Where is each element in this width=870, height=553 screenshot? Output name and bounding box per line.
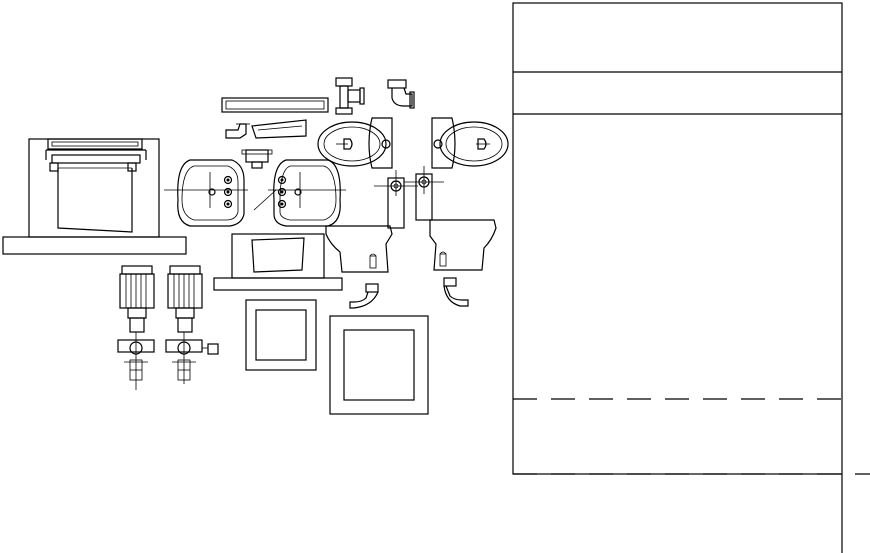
vertical-pump-left (117, 265, 155, 390)
kitchen-sink-elevation (2, 138, 187, 255)
pipe-elbow-fitting (387, 79, 415, 109)
square-tile-small (245, 299, 317, 371)
floor-trap (241, 149, 273, 169)
towel-rail (221, 97, 329, 113)
toilet-elbow-left (349, 283, 379, 309)
toilet-elbow-right (443, 277, 469, 307)
square-tile-large (329, 315, 429, 415)
pipe-elbow-small (225, 123, 250, 139)
title-block-frame (512, 2, 870, 553)
washbasin-plan-right (253, 159, 346, 227)
western-toilet-plan-right (431, 117, 509, 169)
washbasin-plan-left (164, 159, 248, 227)
soap-dish (251, 119, 307, 139)
western-toilet-plan-left (317, 117, 393, 169)
pipe-tee-fitting (335, 77, 365, 115)
western-toilet-elevation-left (325, 170, 418, 273)
vertical-pump-right (165, 265, 219, 384)
washbasin-elevation (213, 233, 343, 291)
western-toilet-elevation-right (404, 166, 497, 271)
